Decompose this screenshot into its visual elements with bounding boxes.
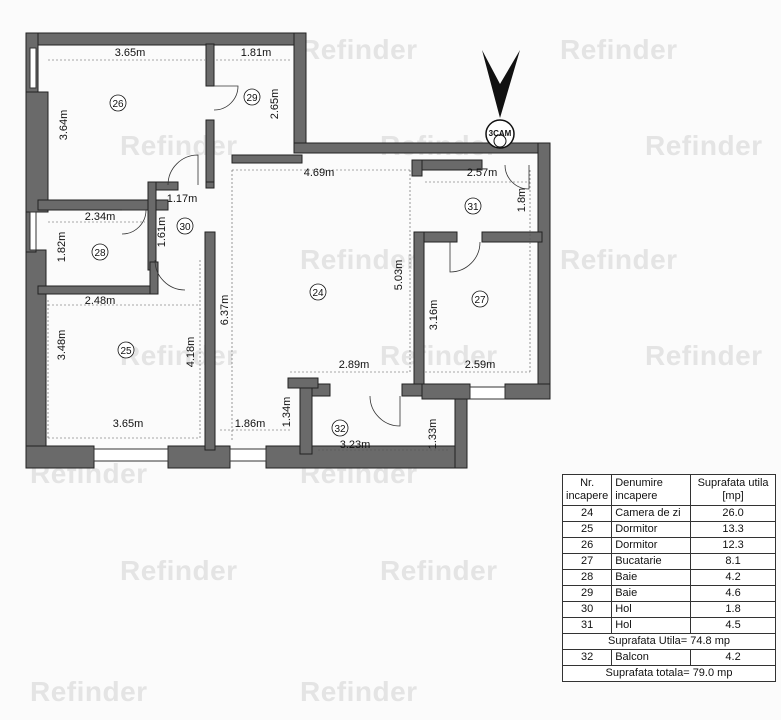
dim-r31-width: 2.57m	[467, 167, 498, 179]
dim-r24-bottom: 1.86m	[235, 418, 266, 430]
dim-r32-width: 3.23m	[340, 439, 371, 451]
north-arrow-icon	[482, 50, 520, 118]
room-25-label: 25	[117, 341, 135, 359]
svg-text:32: 32	[334, 424, 346, 435]
dim-r29-height: 2.65m	[269, 89, 281, 120]
room-24-label: 24	[309, 283, 327, 301]
dim-r29-width: 1.81m	[241, 47, 272, 59]
dim-r25-right: 4.18m	[185, 337, 197, 368]
svg-text:29: 29	[246, 93, 258, 104]
room-labels: 24 25 26 27 28 29 30 31 32	[91, 88, 489, 437]
camera-label: 3CAM	[489, 129, 512, 138]
svg-text:31: 31	[467, 202, 479, 213]
windows	[29, 47, 506, 462]
dim-r27-width: 2.59m	[465, 359, 496, 371]
room-26-label: 26	[109, 94, 127, 112]
dim-r24-small: 1.34m	[281, 397, 293, 428]
header-area: Suprafata utila[mp]	[690, 474, 776, 506]
dim-r26-height: 3.64m	[58, 110, 70, 141]
dim-r24-left: 6.37m	[219, 295, 231, 326]
svg-text:24: 24	[312, 288, 324, 299]
dim-r32-height: 1.33m	[427, 419, 439, 450]
dim-r25-bottom: 3.65m	[113, 418, 144, 430]
dim-r31-height: 1.8m	[516, 188, 528, 212]
dim-r26-width: 3.65m	[115, 47, 146, 59]
dim-r24-top: 4.69m	[304, 167, 335, 179]
svg-text:27: 27	[474, 295, 486, 306]
svg-text:30: 30	[179, 222, 191, 233]
dim-r25-left: 3.48m	[56, 330, 68, 361]
dim-r28-height: 1.82m	[56, 232, 68, 263]
util-total: Suprafata Utila= 74.8 mp	[562, 633, 776, 650]
grand-total-row: Suprafata totala= 79.0 mp	[562, 665, 776, 682]
room-31-label: 31	[464, 197, 482, 215]
grand-total: Suprafata totala= 79.0 mp	[562, 665, 776, 682]
dim-r24-right: 5.03m	[393, 260, 405, 291]
room-32-label: 32	[331, 419, 349, 437]
room-28-label: 28	[91, 243, 109, 261]
dim-r30-width: 1.17m	[167, 193, 198, 205]
dim-r30-height: 1.61m	[156, 217, 168, 248]
dim-r24-mid: 2.89m	[339, 359, 370, 371]
header-nr: Nr.incapere	[561, 474, 613, 506]
util-total-row: Suprafata Utila= 74.8 mp	[562, 633, 776, 650]
room-27-label: 27	[471, 290, 489, 308]
camera-marker: 3CAM	[482, 50, 520, 149]
dimension-labels: 3.65m 1.81m 3.64m 2.65m 4.69m 2.57m 1.17…	[56, 47, 528, 451]
dim-r28-width: 2.34m	[85, 211, 116, 223]
doors	[121, 85, 530, 427]
dim-r27-height: 3.16m	[428, 300, 440, 331]
room-29-label: 29	[243, 88, 261, 106]
dim-r25-top: 2.48m	[85, 295, 116, 307]
dimension-guides	[47, 59, 531, 451]
svg-text:28: 28	[94, 248, 106, 259]
svg-text:26: 26	[112, 99, 124, 110]
svg-text:25: 25	[120, 346, 132, 357]
room-30-label: 30	[176, 217, 194, 235]
